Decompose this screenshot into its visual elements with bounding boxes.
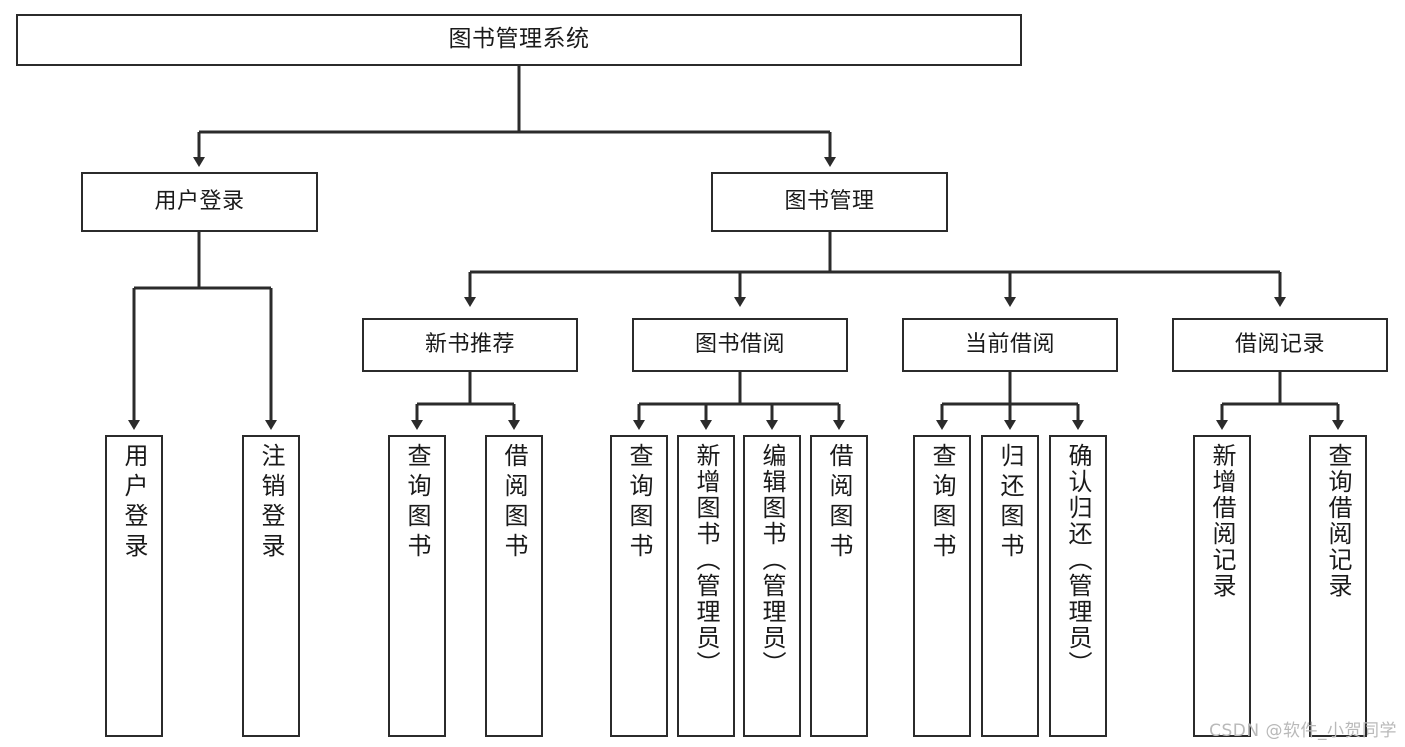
node-book-management-label: 图书管理	[784, 189, 875, 215]
leaf-borrowrecord-add-record-label: 新增借阅记录	[1208, 443, 1236, 599]
leaf-bookborrow-add-book-admin[interactable]: 新增图书（管理员）	[677, 435, 735, 737]
leaf-newbook-query-book[interactable]: 查询图书	[388, 435, 446, 737]
node-book-management[interactable]: 图书管理	[711, 172, 948, 232]
leaf-currentborrow-confirm-return-admin-label: 确认归还（管理员）	[1064, 443, 1092, 677]
leaf-newbook-borrow-book[interactable]: 借阅图书	[485, 435, 543, 737]
leaf-bookborrow-borrow-book-label: 借阅图书	[825, 443, 853, 563]
node-current-borrow-label: 当前借阅	[964, 332, 1055, 358]
leaf-borrowrecord-query-record[interactable]: 查询借阅记录	[1309, 435, 1367, 737]
node-new-book-recommend[interactable]: 新书推荐	[362, 318, 578, 372]
node-borrow-record-label: 借阅记录	[1234, 332, 1325, 358]
node-user-login[interactable]: 用户登录	[81, 172, 318, 232]
leaf-currentborrow-query-book[interactable]: 查询图书	[913, 435, 971, 737]
leaf-newbook-query-book-label: 查询图书	[403, 443, 431, 563]
node-current-borrow[interactable]: 当前借阅	[902, 318, 1118, 372]
node-borrow-record[interactable]: 借阅记录	[1172, 318, 1388, 372]
leaf-borrowrecord-add-record[interactable]: 新增借阅记录	[1193, 435, 1251, 737]
node-book-borrow-label: 图书借阅	[694, 332, 785, 358]
leaf-user-login-label: 用户登录	[120, 443, 148, 563]
leaf-bookborrow-add-book-admin-label: 新增图书（管理员）	[692, 443, 720, 677]
leaf-newbook-borrow-book-label: 借阅图书	[500, 443, 528, 563]
node-user-login-label: 用户登录	[154, 189, 245, 215]
node-new-book-recommend-label: 新书推荐	[424, 332, 515, 358]
leaf-currentborrow-return-book[interactable]: 归还图书	[981, 435, 1039, 737]
leaf-bookborrow-edit-book-admin-label: 编辑图书（管理员）	[758, 443, 786, 677]
node-book-borrow[interactable]: 图书借阅	[632, 318, 848, 372]
leaf-logout[interactable]: 注销登录	[242, 435, 300, 737]
leaf-logout-label: 注销登录	[257, 443, 285, 563]
node-root-label: 图书管理系统	[448, 26, 590, 53]
leaf-currentborrow-return-book-label: 归还图书	[996, 443, 1024, 563]
leaf-bookborrow-query-book-label: 查询图书	[625, 443, 653, 563]
leaf-currentborrow-query-book-label: 查询图书	[928, 443, 956, 563]
leaf-bookborrow-borrow-book[interactable]: 借阅图书	[810, 435, 868, 737]
leaf-currentborrow-confirm-return-admin[interactable]: 确认归还（管理员）	[1049, 435, 1107, 737]
leaf-bookborrow-query-book[interactable]: 查询图书	[610, 435, 668, 737]
leaf-user-login[interactable]: 用户登录	[105, 435, 163, 737]
node-root-system[interactable]: 图书管理系统	[16, 14, 1022, 66]
leaf-borrowrecord-query-record-label: 查询借阅记录	[1324, 443, 1352, 599]
leaf-bookborrow-edit-book-admin[interactable]: 编辑图书（管理员）	[743, 435, 801, 737]
